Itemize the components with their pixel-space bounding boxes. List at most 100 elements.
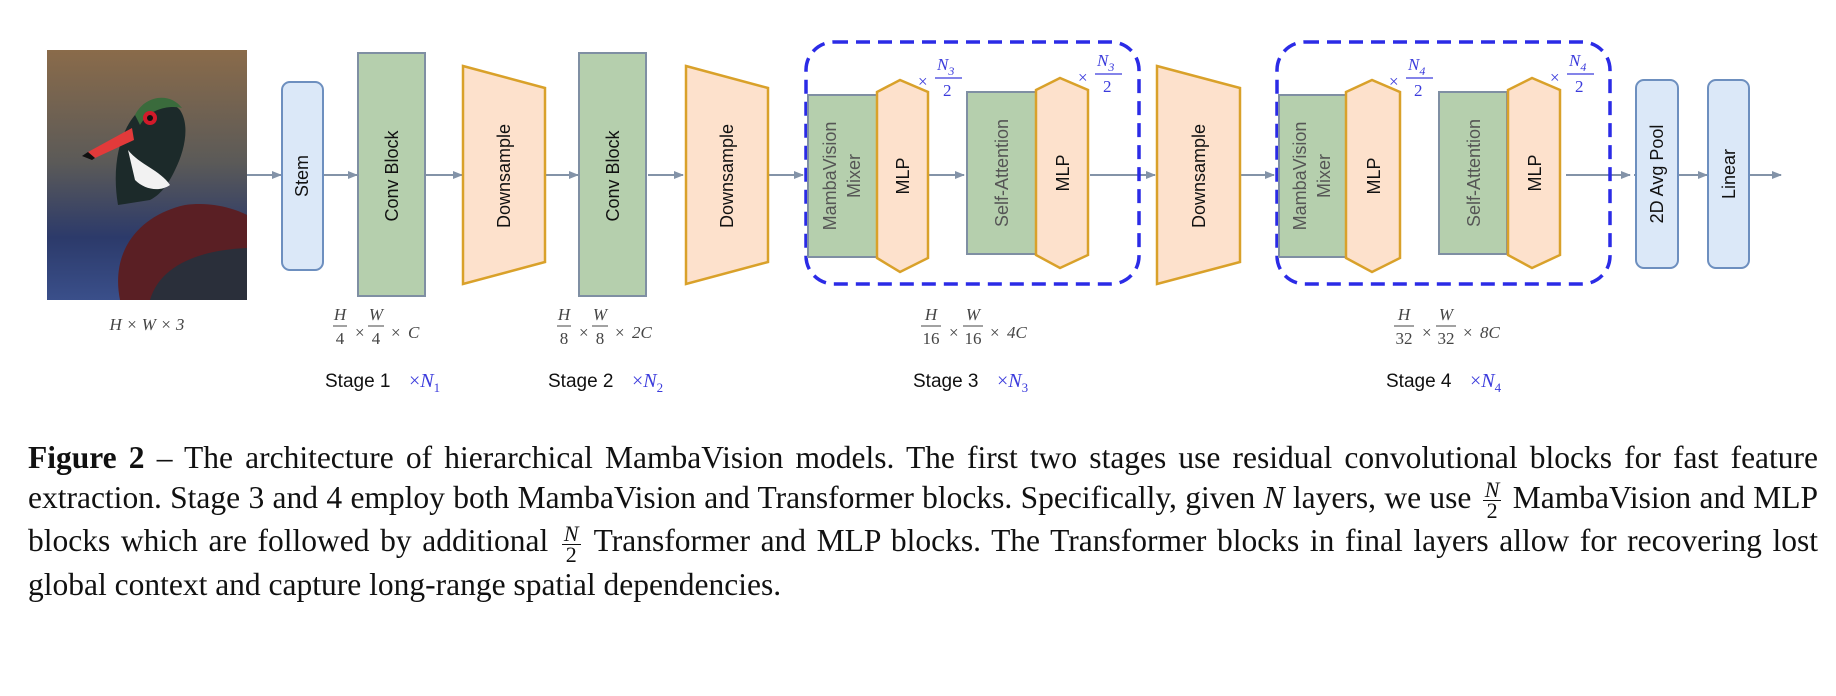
svg-text:×: × <box>990 323 1000 342</box>
avgpool-block: 2D Avg Pool <box>1635 79 1679 269</box>
svg-text:MambaVision: MambaVision <box>820 122 840 231</box>
svg-text:4: 4 <box>372 329 381 348</box>
downsample-block-2: Downsample <box>684 64 770 286</box>
stage2-dims: H 8 × W 8 × 2C <box>557 305 653 348</box>
svg-text:32: 32 <box>1396 329 1413 348</box>
svg-text:×: × <box>391 323 401 342</box>
svg-text:MLP: MLP <box>893 157 913 194</box>
mamba-mixer-stage4: MambaVision Mixer <box>1278 94 1347 258</box>
svg-text:16: 16 <box>923 329 940 348</box>
svg-text:H: H <box>557 305 572 324</box>
svg-text:MambaVision: MambaVision <box>1290 122 1310 231</box>
input-dims: H × W × 3 <box>109 315 185 334</box>
stage3-label: Stage 3 ×N3 <box>913 370 1028 395</box>
svg-text:Stage 4: Stage 4 <box>1386 371 1452 392</box>
self-attention-stage3: Self-Attention <box>966 91 1037 255</box>
svg-text:×N1: ×N1 <box>409 370 440 395</box>
caption-n-var: N <box>1263 480 1285 515</box>
svg-text:×: × <box>1463 323 1473 342</box>
stage2-label: Stage 2 ×N2 <box>548 370 663 395</box>
svg-text:Conv Block: Conv Block <box>603 129 623 221</box>
svg-text:×: × <box>1389 72 1399 91</box>
svg-text:Stage 3: Stage 3 <box>913 371 979 392</box>
caption-dash: – <box>156 440 173 475</box>
svg-text:×: × <box>579 323 589 342</box>
svg-text:Self-Attention: Self-Attention <box>992 119 1012 227</box>
svg-text:32: 32 <box>1438 329 1455 348</box>
svg-text:MLP: MLP <box>1364 157 1384 194</box>
stem-block: Stem <box>281 81 324 271</box>
svg-text:MLP: MLP <box>1053 154 1073 191</box>
figure-label: Figure 2 <box>28 440 145 475</box>
svg-text:×: × <box>1550 68 1560 87</box>
mlp-block-stage4-a: MLP <box>1344 78 1402 274</box>
linear-block: Linear <box>1707 79 1750 269</box>
svg-text:×N3: ×N3 <box>997 370 1028 395</box>
mlp-block-stage3-a: MLP <box>875 78 930 274</box>
svg-text:2: 2 <box>1575 77 1584 96</box>
svg-text:8: 8 <box>560 329 569 348</box>
caption-part3: MambaVision and MLP blocks which are fol… <box>28 480 1819 559</box>
stage3-dims: H 16 × W 16 × 4C <box>921 305 1028 348</box>
svg-text:4: 4 <box>336 329 345 348</box>
svg-text:×N4: ×N4 <box>1470 370 1502 395</box>
svg-text:Mixer: Mixer <box>1314 154 1334 198</box>
svg-text:N4: N4 <box>1407 55 1425 78</box>
svg-text:N3: N3 <box>1096 51 1114 74</box>
svg-text:×: × <box>1078 68 1088 87</box>
stage3-group-box <box>804 40 1141 286</box>
svg-text:Mixer: Mixer <box>844 154 864 198</box>
svg-text:4C: 4C <box>1007 323 1028 342</box>
svg-text:Linear: Linear <box>1719 149 1739 199</box>
svg-text:×: × <box>1422 323 1432 342</box>
svg-text:MLP: MLP <box>1525 154 1545 191</box>
stage4-repeat-b: × N4 2 <box>1550 51 1594 96</box>
svg-text:×: × <box>949 323 959 342</box>
svg-text:×: × <box>918 72 928 91</box>
mlp-block-stage4-b: MLP <box>1506 76 1562 270</box>
conv-block-stage1: Conv Block <box>357 52 426 297</box>
stage3-repeat-a: × N3 2 <box>918 55 962 100</box>
svg-text:2: 2 <box>1103 77 1112 96</box>
architecture-diagram: H × W × 3 Stem Conv Block Downsample Con… <box>47 40 1782 395</box>
svg-text:H: H <box>924 305 939 324</box>
svg-text:W: W <box>593 305 609 324</box>
svg-text:×: × <box>615 323 625 342</box>
caption-part2: layers, we use <box>1292 480 1472 515</box>
stage4-label: Stage 4 ×N4 <box>1386 370 1502 395</box>
stage4-dims: H 32 × W 32 × 8C <box>1394 305 1501 348</box>
svg-text:8: 8 <box>596 329 605 348</box>
svg-text:Downsample: Downsample <box>1189 124 1209 228</box>
svg-text:W: W <box>369 305 385 324</box>
svg-text:Stage 1: Stage 1 <box>325 371 391 392</box>
self-attention-stage4: Self-Attention <box>1438 91 1508 255</box>
stage3-repeat-b: × N3 2 <box>1078 51 1122 96</box>
stage1-dims: H 4 × W 4 × C <box>333 305 420 348</box>
svg-text:2: 2 <box>1414 81 1423 100</box>
svg-text:Self-Attention: Self-Attention <box>1464 119 1484 227</box>
svg-text:×N2: ×N2 <box>632 370 663 395</box>
svg-text:8C: 8C <box>1480 323 1501 342</box>
stage1-label: Stage 1 ×N1 <box>325 370 440 395</box>
svg-text:H: H <box>333 305 348 324</box>
svg-text:W: W <box>1439 305 1455 324</box>
mamba-mixer-stage3: MambaVision Mixer <box>807 94 878 258</box>
svg-text:W: W <box>966 305 982 324</box>
svg-text:N4: N4 <box>1568 51 1586 74</box>
input-image <box>47 50 248 300</box>
svg-text:Downsample: Downsample <box>494 124 514 228</box>
svg-text:Stage 2: Stage 2 <box>548 371 614 392</box>
mlp-block-stage3-b: MLP <box>1034 76 1090 270</box>
downsample-block-1: Downsample <box>461 64 547 286</box>
svg-text:2C: 2C <box>632 323 653 342</box>
caption-part4: Transformer and MLP blocks. The Transfor… <box>28 523 1818 602</box>
svg-text:Conv Block: Conv Block <box>382 129 402 221</box>
svg-text:H: H <box>1397 305 1412 324</box>
svg-text:2: 2 <box>943 81 952 100</box>
caption-part1: The architecture of hierarchical MambaVi… <box>28 440 1819 515</box>
figure-caption: Figure 2 – The architecture of hierarchi… <box>28 438 1818 605</box>
svg-text:Downsample: Downsample <box>717 124 737 228</box>
svg-text:2D Avg Pool: 2D Avg Pool <box>1647 125 1667 224</box>
